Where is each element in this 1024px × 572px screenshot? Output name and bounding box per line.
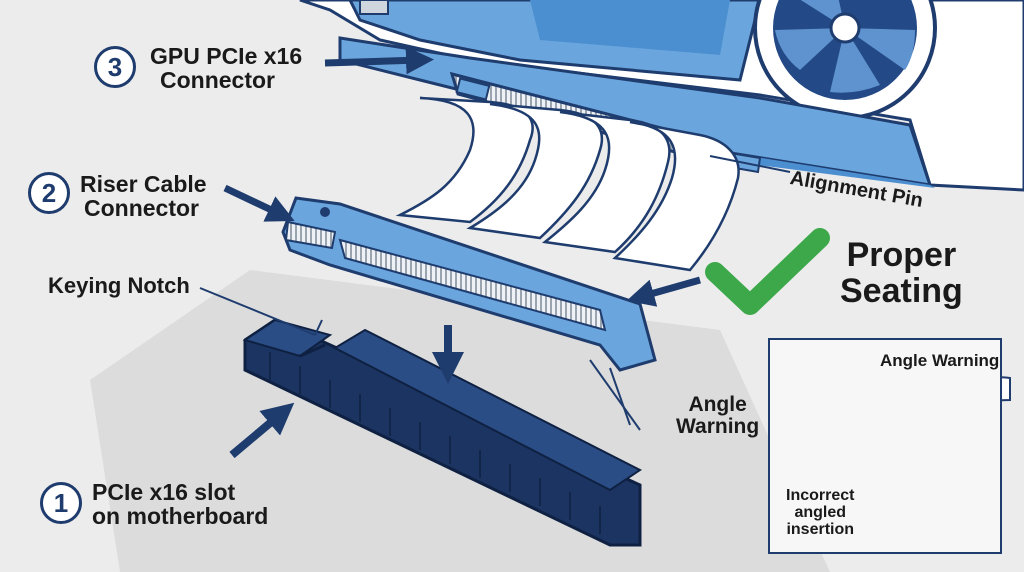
riser-connector-label: Riser Cable Connector xyxy=(80,172,207,220)
angle-warning-label-line2: Warning xyxy=(676,415,760,439)
gpu-connector-label-line1: GPU PCIe x16 xyxy=(150,43,303,69)
pcie-slot-label-line1: PCIe x16 slot xyxy=(92,479,236,505)
riser-ribbon-cable xyxy=(395,96,740,272)
gpu-fan-icon xyxy=(753,0,937,120)
riser-connector xyxy=(281,196,657,372)
inset-caption-line2: angled xyxy=(794,503,847,521)
proper-seating-label-line2: Seating xyxy=(840,271,963,310)
gpu-connector-label-line2: Connector xyxy=(160,67,275,94)
riser-connector-label-line1: Riser Cable xyxy=(80,171,207,197)
keying-notch-label: Keying Notch xyxy=(48,273,190,298)
check-mark-icon xyxy=(705,228,830,315)
inset-caption: Incorrect angled insertion xyxy=(786,487,855,538)
angle-warning-label: Angle Warning xyxy=(676,393,760,439)
inset-caption-line3: insertion xyxy=(786,520,855,538)
pcie-slot-label-line2: on motherboard xyxy=(92,503,269,530)
gpu-connector-label: GPU PCIe x16 Connector xyxy=(150,44,302,92)
leader-lines xyxy=(199,155,791,431)
angle-warning-inset xyxy=(768,338,1002,554)
step-3-badge: 3 xyxy=(94,46,136,88)
pcie-slot-label: PCIe x16 slot on motherboard xyxy=(92,480,268,528)
inset-caption-line1: Incorrect xyxy=(786,487,855,504)
step-1-badge: 1 xyxy=(40,482,82,524)
proper-seating-label-line1: Proper xyxy=(846,236,957,274)
step-2-badge: 2 xyxy=(28,172,70,214)
proper-seating-label: Proper Seating xyxy=(840,236,963,310)
inset-title: Angle Warning xyxy=(880,351,1000,370)
riser-connector-label-line2: Connector xyxy=(84,195,199,222)
angle-warning-label-line1: Angle xyxy=(688,393,747,416)
pcie-x16-slot xyxy=(242,318,642,547)
pointer-arrows xyxy=(223,46,701,459)
